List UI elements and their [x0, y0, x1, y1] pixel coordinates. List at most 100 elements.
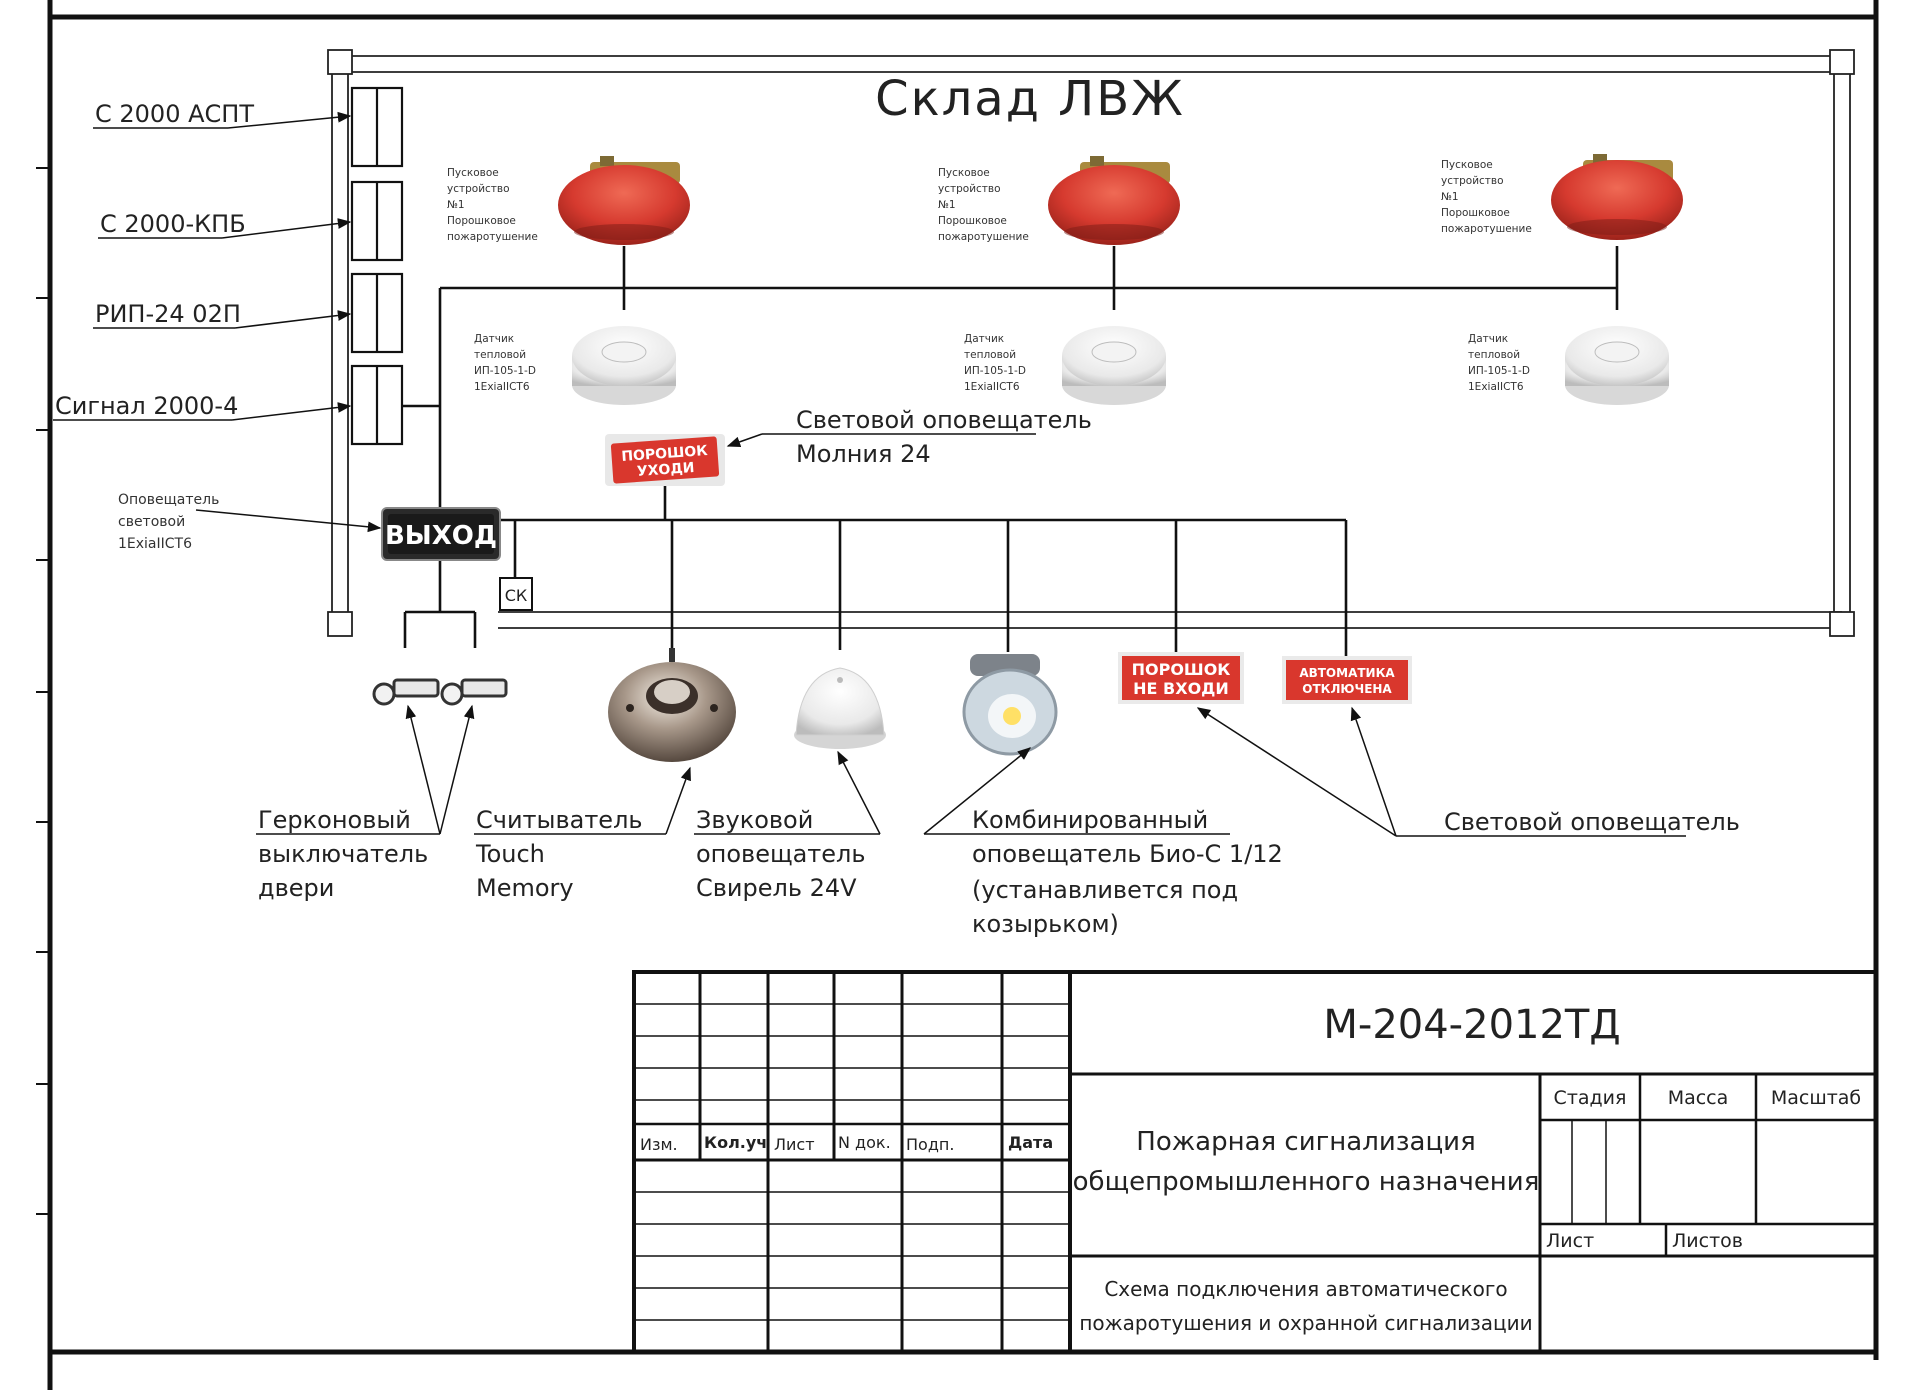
svg-text:1ExiaIICT6: 1ExiaIICT6 — [118, 536, 192, 552]
svg-text:Датчик: Датчик — [1468, 333, 1508, 345]
svg-text:Пожарная сигнализация: Пожарная сигнализация — [1136, 1127, 1475, 1157]
sheets-label: Листов — [1672, 1230, 1743, 1252]
svg-text:Порошковое: Порошковое — [938, 215, 1007, 227]
panel-rack — [350, 86, 404, 446]
svg-text:1ExiaIICT6: 1ExiaIICT6 — [474, 381, 530, 393]
svg-text:тепловой: тепловой — [964, 349, 1016, 361]
svg-text:устройство: устройство — [938, 183, 1001, 195]
heat-detector-icon — [572, 326, 676, 405]
svg-text:Пусковое: Пусковое — [938, 167, 990, 179]
svg-text:Пусковое: Пусковое — [1441, 159, 1493, 171]
launcher-label-2: Пусковое устройство №1 Порошковое пожаро… — [938, 167, 1029, 243]
svg-text:Датчик: Датчик — [964, 333, 1004, 345]
combined-alarm-icon — [962, 654, 1058, 756]
svg-text:общепромышленного назначения: общепромышленного назначения — [1073, 1167, 1540, 1197]
wiring — [402, 246, 1619, 660]
sign-automation-off: АВТОМАТИКА ОТКЛЮЧЕНА — [1282, 656, 1412, 704]
svg-text:Touch: Touch — [475, 840, 545, 868]
reed-switch-leaders — [256, 704, 475, 835]
touch-memory-leader — [474, 766, 691, 835]
svg-text:Оповещатель: Оповещатель — [118, 492, 219, 508]
svg-text:ИП-105-1-D: ИП-105-1-D — [1468, 365, 1530, 377]
svg-text:№1: №1 — [447, 199, 465, 211]
svg-text:ПОРОШОК: ПОРОШОК — [1132, 660, 1231, 679]
svg-text:Датчик: Датчик — [474, 333, 514, 345]
light-alarm-powder-leave: ПОРОШОК УХОДИ — [605, 434, 725, 486]
title-block-headers: Изм. Кол.уч Лист N док. Подп. Дата — [640, 1133, 1053, 1154]
svg-text:Комбинированный: Комбинированный — [972, 806, 1208, 834]
combined-alarm-label: Комбинированный оповещатель Био-С 1/12 (… — [972, 806, 1283, 938]
fire-extinguisher-launcher-icon — [1048, 156, 1180, 245]
svg-text:оповещатель Био-С 1/12: оповещатель Био-С 1/12 — [972, 840, 1283, 868]
detector-2: Датчик тепловой ИП-105-1-D 1ExiaIICT6 — [964, 326, 1166, 405]
scale-label: Масштаб — [1771, 1087, 1861, 1109]
launcher-label-1: Пусковое устройство №1 Порошковое пожаро… — [447, 167, 538, 243]
panel-label-kpb: С 2000-КПБ — [100, 210, 246, 238]
sign-powder-leave-line2: УХОДИ — [636, 460, 695, 480]
siren-icon — [794, 667, 886, 749]
detector-1: Датчик тепловой ИП-105-1-D 1ExiaIICT6 — [474, 326, 676, 405]
svg-text:НЕ ВХОДИ: НЕ ВХОДИ — [1133, 679, 1229, 698]
header-data: Дата — [1008, 1133, 1053, 1152]
svg-text:ИП-105-1-D: ИП-105-1-D — [964, 365, 1026, 377]
reed-switch-icon — [372, 678, 508, 706]
svg-text:Световой оповещатель: Световой оповещатель — [796, 406, 1092, 434]
svg-text:Схема подключения автоматическ: Схема подключения автоматического — [1104, 1277, 1507, 1301]
panel-labels: С 2000 АСПТ С 2000-КПБ РИП-24 02П Сигнал… — [53, 100, 352, 421]
header-podp: Подп. — [906, 1135, 954, 1154]
svg-text:Звуковой: Звуковой — [696, 806, 813, 834]
launcher-label-3: Пусковое устройство №1 Порошковое пожаро… — [1441, 159, 1532, 235]
detector-label-2: Датчик тепловой ИП-105-1-D 1ExiaIICT6 — [964, 333, 1026, 393]
svg-text:СК: СК — [505, 586, 528, 605]
svg-text:пожаротушение: пожаротушение — [1441, 223, 1532, 235]
exit-sign: ВЫХОД — [381, 507, 501, 561]
svg-text:козырьком): козырьком) — [972, 910, 1119, 938]
svg-text:выключатель: выключатель — [258, 840, 428, 868]
svg-text:(устанавливется под: (устанавливется под — [972, 876, 1238, 904]
svg-text:АВТОМАТИКА: АВТОМАТИКА — [1299, 666, 1395, 680]
sk-box: СК — [499, 577, 533, 611]
svg-text:тепловой: тепловой — [474, 349, 526, 361]
panel-label-aspt: С 2000 АСПТ — [95, 100, 254, 128]
svg-text:пожаротушение: пожаротушение — [447, 231, 538, 243]
sign-powder-do-not-enter: ПОРОШОК НЕ ВХОДИ — [1118, 652, 1244, 704]
siren-leader — [694, 750, 881, 835]
svg-text:пожаротушение: пожаротушение — [938, 231, 1029, 243]
touch-memory-label: Считыватель Touch Memory — [475, 806, 643, 902]
svg-text:Memory: Memory — [476, 874, 574, 902]
frame-ticks — [36, 167, 50, 1215]
svg-text:пожаротушения и охранной сигна: пожаротушения и охранной сигнализации — [1079, 1311, 1532, 1335]
warehouse-walls — [327, 49, 1855, 637]
svg-text:световой: световой — [118, 514, 185, 530]
document-title: Пожарная сигнализация общепромышленного … — [1073, 1127, 1540, 1197]
sign-powder-leave-line1: ПОРОШОК — [621, 443, 709, 465]
svg-text:Герконовый: Герконовый — [258, 806, 411, 834]
svg-text:тепловой: тепловой — [1468, 349, 1520, 361]
combined-alarm-leader — [923, 747, 1230, 835]
svg-text:Молния 24: Молния 24 — [796, 440, 931, 468]
header-n-dok: N док. — [838, 1133, 891, 1152]
mass-label: Масса — [1668, 1087, 1729, 1109]
svg-text:ИП-105-1-D: ИП-105-1-D — [474, 365, 536, 377]
svg-text:Свирель 24V: Свирель 24V — [696, 874, 857, 902]
svg-text:1ExiaIICT6: 1ExiaIICT6 — [964, 381, 1020, 393]
launcher-1: Пусковое устройство №1 Порошковое пожаро… — [447, 156, 690, 245]
svg-text:№1: №1 — [938, 199, 956, 211]
detector-label-1: Датчик тепловой ИП-105-1-D 1ExiaIICT6 — [474, 333, 536, 393]
room-title: Склад ЛВЖ — [875, 71, 1185, 127]
header-izm: Изм. — [640, 1135, 678, 1154]
document-subtitle: Схема подключения автоматического пожаро… — [1079, 1277, 1532, 1335]
touch-memory-reader-icon — [608, 648, 736, 762]
svg-text:Пусковое: Пусковое — [447, 167, 499, 179]
exit-sign-text: ВЫХОД — [385, 521, 497, 551]
title-block — [632, 970, 1878, 1354]
svg-text:ОТКЛЮЧЕНА: ОТКЛЮЧЕНА — [1302, 682, 1392, 696]
header-list: Лист — [774, 1135, 815, 1154]
siren-label: Звуковой оповещатель Свирель 24V — [696, 806, 866, 902]
svg-text:оповещатель: оповещатель — [696, 840, 866, 868]
svg-text:устройство: устройство — [447, 183, 510, 195]
light-alarm-label: Световой оповещатель Молния 24 — [726, 406, 1092, 468]
sheet-label: Лист — [1546, 1230, 1594, 1252]
svg-text:Считыватель: Считыватель — [476, 806, 643, 834]
